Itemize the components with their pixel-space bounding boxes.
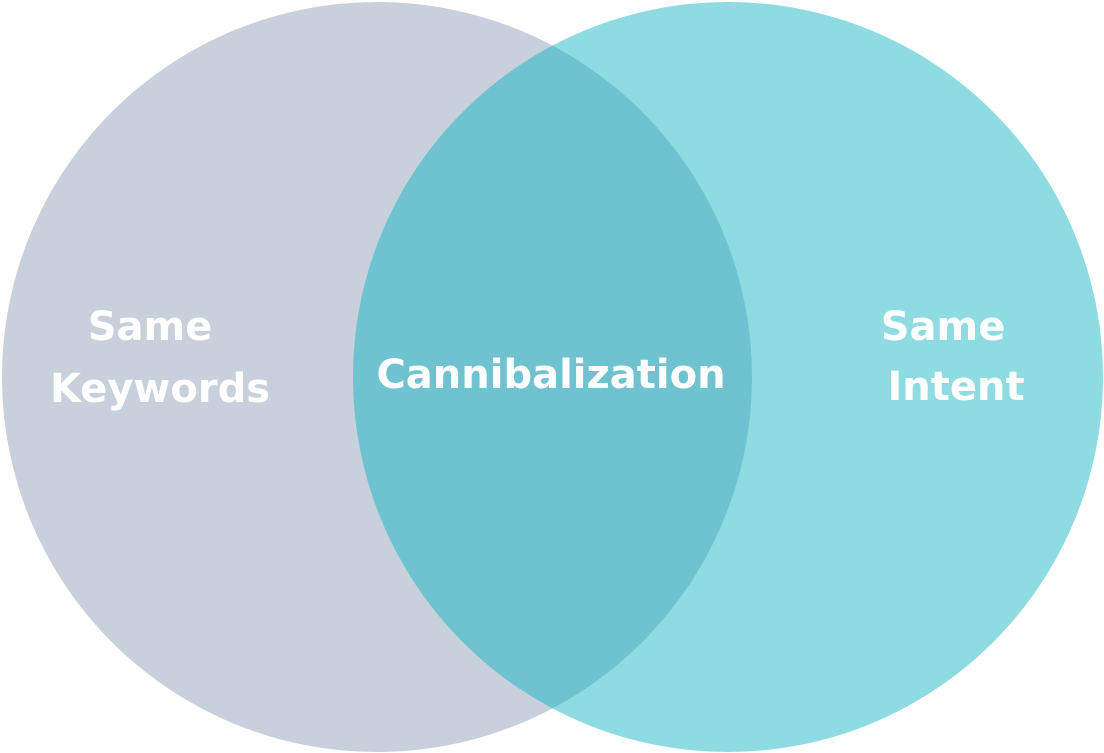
label-same-keywords: Same Keywords bbox=[50, 304, 270, 412]
label-same-intent: Same Intent bbox=[881, 304, 1025, 410]
intersection-cannibalization bbox=[353, 2, 752, 752]
label-cannibalization: Cannibalization bbox=[376, 352, 725, 398]
